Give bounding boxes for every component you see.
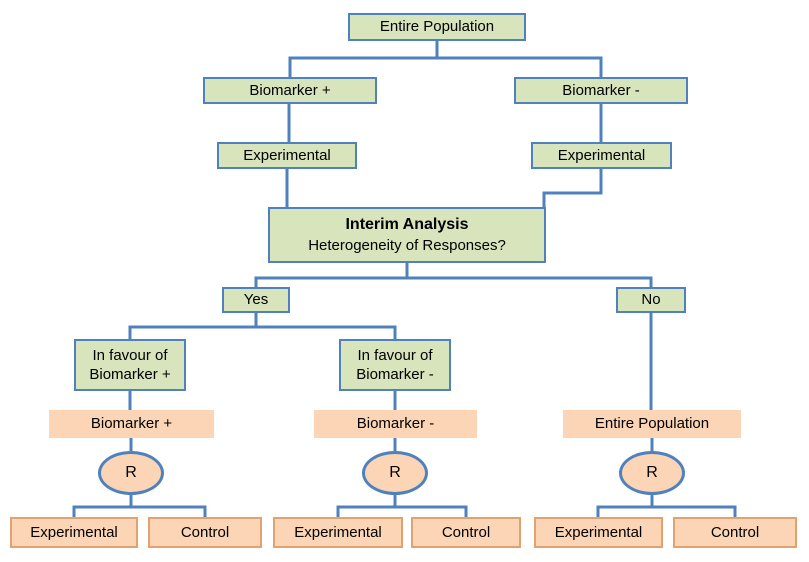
node-population-biomarker-plus: Biomarker +	[49, 410, 214, 438]
node-in-favour-biomarker-plus: In favour of Biomarker +	[74, 339, 186, 391]
node-population-biomarker-minus: Biomarker -	[314, 410, 477, 438]
node-arm-control-entire: Control	[673, 517, 797, 548]
node-biomarker-minus: Biomarker -	[514, 77, 688, 104]
randomize-ellipse-minus: R	[362, 451, 428, 495]
node-interim-analysis: Interim Analysis Heterogeneity of Respon…	[268, 207, 546, 263]
randomize-ellipse-plus: R	[98, 451, 164, 495]
interim-analysis-title: Interim Analysis	[345, 215, 469, 233]
node-biomarker-plus: Biomarker +	[203, 77, 377, 104]
node-arm-control-plus: Control	[148, 517, 262, 548]
node-arm-control-minus: Control	[411, 517, 521, 548]
node-yes: Yes	[222, 287, 290, 313]
node-arm-experimental-entire: Experimental	[534, 517, 663, 548]
node-entire-population: Entire Population	[348, 13, 526, 41]
node-arm-experimental-minus: Experimental	[273, 517, 403, 548]
node-experimental-plus: Experimental	[217, 142, 357, 169]
node-in-favour-biomarker-minus: In favour of Biomarker -	[339, 339, 451, 391]
interim-analysis-question: Heterogeneity of Responses?	[308, 236, 506, 254]
node-experimental-minus: Experimental	[531, 142, 672, 169]
node-no: No	[616, 287, 686, 313]
node-population-entire: Entire Population	[563, 410, 741, 438]
randomize-ellipse-entire: R	[619, 451, 685, 495]
node-arm-experimental-plus: Experimental	[10, 517, 138, 548]
